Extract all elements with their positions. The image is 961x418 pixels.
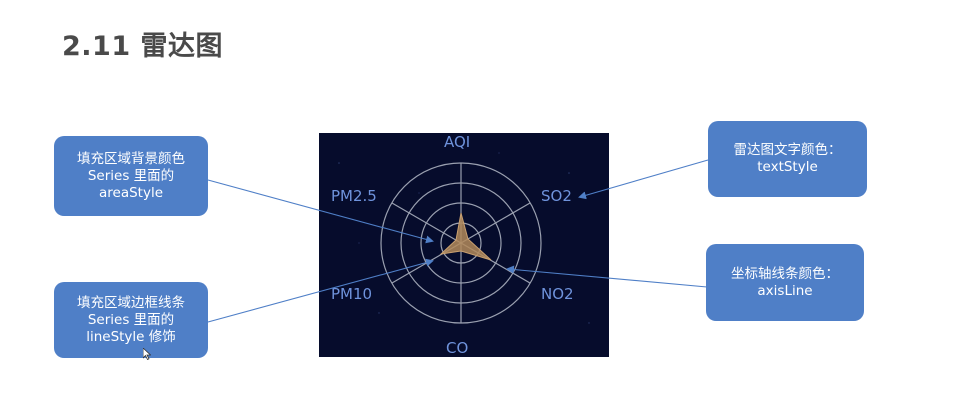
- callout-line-style: 填充区域边框线条 Series 里面的 lineStyle 修饰: [54, 282, 208, 358]
- callout-axis-line-line-2: axisLine: [757, 282, 813, 299]
- callout-area-style-line-1: 填充区域背景颜色: [77, 150, 185, 167]
- indicator-label-pm25: PM2.5: [331, 187, 377, 205]
- axis-line-so2: [460, 202, 531, 244]
- mouse-cursor-icon: [143, 348, 151, 360]
- slide-title: 2.11 雷达图: [62, 31, 224, 62]
- callout-line-style-line-3: lineStyle 修饰: [86, 328, 176, 345]
- indicator-label-aqi: AQI: [444, 133, 470, 151]
- radar-chart-panel: AQI SO2 NO2 CO PM10 PM2.5: [319, 133, 609, 357]
- axis-line-pm25: [391, 202, 462, 244]
- indicator-label-no2: NO2: [541, 285, 574, 303]
- callout-area-style-line-3: areaStyle: [98, 184, 163, 201]
- callout-line-style-line-2: Series 里面的: [87, 311, 175, 328]
- callout-area-style-line-2: Series 里面的: [87, 167, 175, 184]
- radar-area: [439, 212, 492, 261]
- callout-axis-line-line-1: 坐标轴线条颜色：: [731, 265, 839, 282]
- callout-text-style: 雷达图文字颜色： textStyle: [708, 121, 867, 197]
- callout-text-style-line-2: textStyle: [757, 159, 818, 175]
- callout-text-style-line-1: 雷达图文字颜色：: [733, 142, 842, 158]
- radar-chart: AQI SO2 NO2 CO PM10 PM2.5: [331, 133, 590, 357]
- indicator-label-pm10: PM10: [331, 285, 372, 303]
- indicator-label-so2: SO2: [541, 187, 572, 205]
- callout-axis-line: 坐标轴线条颜色： axisLine: [706, 244, 864, 321]
- callout-area-style: 填充区域背景颜色 Series 里面的 areaStyle: [54, 136, 208, 216]
- callout-line-style-line-1: 填充区域边框线条: [77, 294, 185, 311]
- indicator-label-co: CO: [446, 339, 468, 357]
